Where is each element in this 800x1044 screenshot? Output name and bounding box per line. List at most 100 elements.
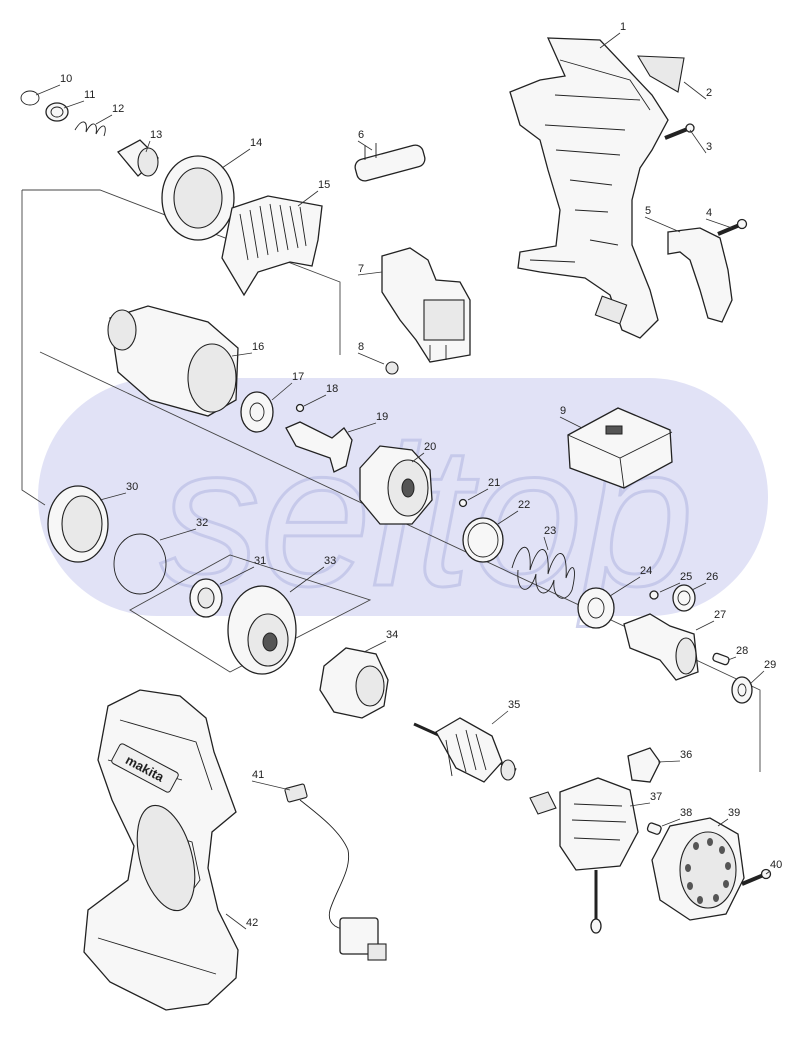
leader-line-1 — [599, 32, 621, 49]
part-number-9: 9 — [560, 405, 566, 417]
leader-line-6 — [357, 140, 373, 151]
leader-line-33 — [289, 566, 325, 593]
part-number-26: 26 — [706, 571, 718, 583]
leader-line-12 — [95, 114, 113, 125]
part-41-lead-wire — [284, 783, 387, 961]
leader-line-28 — [727, 656, 737, 661]
part-11-ring — [45, 102, 69, 122]
leader-line-37 — [629, 802, 651, 807]
part-number-6: 6 — [358, 129, 364, 141]
part-number-21: 21 — [488, 477, 500, 489]
part-number-29: 29 — [764, 659, 776, 671]
part-number-3: 3 — [706, 141, 712, 153]
part-4-screw — [717, 218, 748, 236]
leader-line-35 — [491, 710, 509, 725]
part-number-36: 36 — [680, 749, 692, 761]
leader-line-31 — [219, 566, 255, 585]
part-number-35: 35 — [508, 699, 520, 711]
leader-line-29 — [749, 670, 765, 685]
part-18-steel-ball — [295, 403, 305, 413]
leader-line-41 — [251, 780, 291, 791]
leader-line-11 — [63, 100, 85, 109]
part-39-rear-cover — [651, 817, 745, 921]
leader-line-39 — [717, 818, 729, 827]
part-number-12: 12 — [112, 103, 124, 115]
part-17-washer — [240, 391, 274, 433]
part-21-steel-ball — [458, 498, 468, 508]
part-number-33: 33 — [324, 555, 336, 567]
part-8-screw — [385, 361, 399, 375]
leader-line-16 — [231, 352, 253, 357]
leader-line-8 — [357, 352, 385, 365]
leader-line-19 — [347, 422, 377, 433]
part-number-14: 14 — [250, 137, 262, 149]
part-26-spur-gear — [672, 584, 696, 612]
leader-line-22 — [497, 510, 519, 525]
leader-line-24 — [609, 576, 641, 597]
part-number-16: 16 — [252, 341, 264, 353]
part-23-compression-spring — [511, 546, 575, 599]
leader-line-34 — [363, 640, 387, 653]
part-number-19: 19 — [376, 411, 388, 423]
part-19-anvil — [285, 421, 353, 473]
part-number-18: 18 — [326, 383, 338, 395]
part-number-42: 42 — [246, 917, 258, 929]
part-2-nameplate — [637, 55, 685, 93]
leader-line-38 — [661, 818, 681, 827]
part-6-switch-lever — [354, 143, 426, 182]
part-7-switch — [381, 247, 471, 363]
part-number-20: 20 — [424, 441, 436, 453]
leader-line-42 — [225, 913, 247, 930]
part-number-7: 7 — [358, 263, 364, 275]
part-10-retaining-ring — [20, 90, 40, 106]
part-37-stator — [529, 777, 639, 934]
leader-line-10 — [35, 84, 61, 96]
leader-line-27 — [695, 620, 715, 631]
part-number-13: 13 — [150, 129, 162, 141]
part-36-sensor — [627, 747, 661, 783]
part-number-22: 22 — [518, 499, 530, 511]
part-24-washer — [577, 587, 615, 629]
part-number-24: 24 — [640, 565, 652, 577]
leader-line-2 — [683, 81, 707, 100]
part-25-steel-ball — [649, 590, 659, 600]
part-15-hammer-cover — [221, 195, 323, 297]
part-42-housing-set: makita — [83, 689, 239, 1011]
part-22-flat-washer — [462, 517, 504, 563]
leader-line-13 — [145, 140, 151, 153]
part-number-39: 39 — [728, 807, 740, 819]
leader-line-26 — [691, 582, 707, 591]
part-number-41: 41 — [252, 769, 264, 781]
part-35-rotor — [413, 717, 517, 783]
leader-line-25 — [659, 582, 681, 593]
assembly-frame-lines — [21, 189, 761, 772]
part-38-pin — [646, 822, 662, 835]
part-32-o-ring — [113, 533, 167, 595]
part-12-spring — [74, 121, 106, 137]
part-number-23: 23 — [544, 525, 556, 537]
part-5-belt-hook — [667, 227, 733, 323]
leader-line-4 — [705, 218, 733, 229]
part-1-housing — [509, 37, 669, 339]
part-number-5: 5 — [645, 205, 651, 217]
leader-line-18 — [303, 394, 327, 407]
part-3-screw — [664, 123, 695, 140]
part-number-25: 25 — [680, 571, 692, 583]
part-number-17: 17 — [292, 371, 304, 383]
part-number-37: 37 — [650, 791, 662, 803]
part-40-screw — [741, 868, 772, 886]
part-number-4: 4 — [706, 207, 712, 219]
part-number-38: 38 — [680, 807, 692, 819]
part-number-15: 15 — [318, 179, 330, 191]
leader-line-7 — [357, 271, 383, 276]
part-9-controller — [567, 407, 673, 489]
part-33-gear-housing — [227, 585, 297, 675]
part-20-hammer — [359, 445, 433, 525]
part-28-pin — [712, 652, 730, 666]
part-number-31: 31 — [254, 555, 266, 567]
leader-line-9 — [559, 416, 583, 429]
leader-line-15 — [297, 190, 319, 207]
part-number-32: 32 — [196, 517, 208, 529]
part-30-ring-gear — [47, 485, 109, 563]
